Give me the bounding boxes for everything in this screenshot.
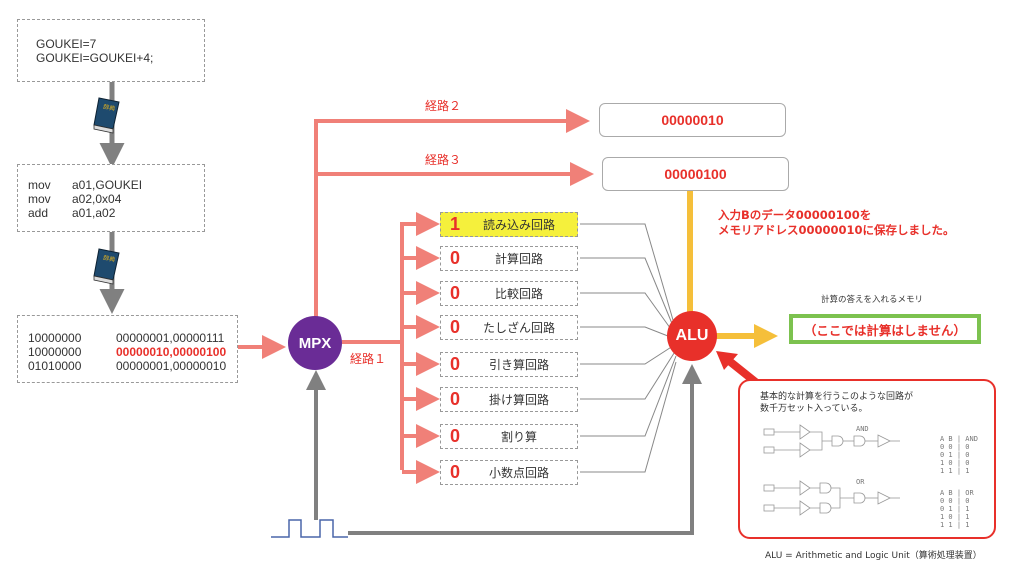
circuit-name: 比較回路 <box>494 287 543 301</box>
data-register: 00000100 <box>602 157 789 191</box>
dictionary-book-icon: 辞典 <box>93 97 120 134</box>
address-register: 00000010 <box>599 103 786 137</box>
circuit-row: 0 引き算回路 <box>440 352 578 377</box>
machine-opcode: 01010000 <box>28 359 82 373</box>
asm-row: mov a01,GOUKEI <box>28 178 204 192</box>
storage-note: 入力Bのデータ00000100を メモリアドレス00000010に保存しました。 <box>718 208 955 238</box>
circuit-name: 小数点回路 <box>488 466 549 480</box>
asm-row: add a01,a02 <box>28 206 204 220</box>
circuit-to-alu-line <box>580 355 677 437</box>
assembly-code-box: mov a01,GOUKEI mov a02,0x04 add a01,a02 <box>17 164 205 232</box>
and-gate-label: AND <box>856 425 869 433</box>
asm-op: mov <box>28 178 51 192</box>
dictionary-book-icon: 辞典 <box>93 248 120 285</box>
source-code-box: GOUKEI=7 GOUKEI=GOUKEI+4; <box>17 19 205 82</box>
circuit-row: 0 小数点回路 <box>440 460 578 485</box>
circuit-select-bit: 0 <box>449 317 460 337</box>
circuit-to-alu-line <box>580 292 674 333</box>
circuit-name: たしざん回路 <box>482 321 555 335</box>
logic-circuit-diagram <box>763 424 900 516</box>
circuit-name: 掛け算回路 <box>488 393 549 407</box>
asm-row: mov a02,0x04 <box>28 192 204 206</box>
circuit-select-bit: 0 <box>449 426 460 446</box>
circuit-select-bit: 0 <box>449 354 460 374</box>
or-truth-table: A B | OR 0 0 | 0 0 1 | 1 1 0 | 1 1 1 | 1 <box>940 489 974 529</box>
path2-label: 経路２ <box>425 99 462 113</box>
result-memory-caption: 計算の答えを入れるメモリ <box>821 295 924 305</box>
circuit-row: 0 計算回路 <box>440 246 578 271</box>
circuit-to-alu-line <box>580 361 677 473</box>
and-truth-table: A B | AND 0 0 | 0 0 1 | 0 1 0 | 0 1 1 | … <box>940 435 978 475</box>
result-memory-box: （ここでは計算はしません） <box>789 314 981 344</box>
asm-args: a01,a02 <box>72 206 116 220</box>
path3-label: 経路３ <box>425 153 462 167</box>
asm-op: add <box>28 206 49 220</box>
circuit-select-bit: 0 <box>449 248 460 268</box>
or-gate-label: OR <box>856 478 865 486</box>
circuit-row: 1 読み込み回路 <box>440 212 578 237</box>
alu-footnote: ALU = Arithmetic and Logic Unit（算術処理装置） <box>765 551 982 561</box>
source-line: GOUKEI=GOUKEI+4; <box>36 51 154 65</box>
machine-operands: 00000001,00000010 <box>116 359 227 373</box>
path1-label: 経路１ <box>350 352 387 366</box>
info-to-alu-arrowhead <box>716 351 738 370</box>
circuit-select-bit: 0 <box>449 389 460 409</box>
machine-operands: 00000010,00000100 <box>116 345 227 359</box>
circuit-row: 0 たしざん回路 <box>440 315 578 340</box>
machine-row: 10000000 00000001,00000111 <box>28 331 237 345</box>
machine-code-box: 10000000 00000001,00000111 10000000 000000… <box>17 315 238 383</box>
machine-opcode: 10000000 <box>28 331 82 345</box>
circuit-row: 0 割り算 <box>440 424 578 449</box>
asm-args: a01,GOUKEI <box>72 178 143 192</box>
circuit-to-alu-line <box>580 326 674 339</box>
storage-note-line: 入力Bのデータ00000100を <box>718 208 872 222</box>
circuit-info-box: 基本的な計算を行うこのような回路が 数千万セット入っている。 AND <box>738 379 996 539</box>
machine-operands: 00000001,00000111 <box>116 331 225 345</box>
storage-note-line: メモリアドレス00000010に保存しました。 <box>718 223 955 237</box>
circuit-row: 0 比較回路 <box>440 281 578 306</box>
svg-text:辞典: 辞典 <box>102 102 115 112</box>
asm-op: mov <box>28 192 51 206</box>
circuit-select-bit: 0 <box>449 462 460 482</box>
circuit-row: 0 掛け算回路 <box>440 387 578 412</box>
circuit-to-alu-line <box>580 257 674 327</box>
circuit-name: 計算回路 <box>494 252 543 266</box>
circuit-to-alu-line <box>580 349 677 400</box>
circuit-name: 引き算回路 <box>488 358 549 372</box>
machine-row-highlighted: 10000000 00000010,00000100 <box>28 345 237 359</box>
source-line: GOUKEI=7 <box>36 37 97 51</box>
svg-text:辞典: 辞典 <box>102 253 115 263</box>
mpx-node: MPX <box>288 316 342 370</box>
asm-args: a02,0x04 <box>72 192 122 206</box>
clock-to-alu-arrow <box>348 364 702 535</box>
circuit-to-alu-line <box>580 343 677 365</box>
info-line: 基本的な計算を行うこのような回路が <box>760 392 914 402</box>
circuit-select-bit: 1 <box>449 214 460 234</box>
circuit-select-bit: 0 <box>449 283 460 303</box>
info-text: 基本的な計算を行うこのような回路が 数千万セット入っている。 <box>760 391 913 415</box>
info-line: 数千万セット入っている。 <box>760 404 868 414</box>
circuit-name: 読み込み回路 <box>482 218 555 232</box>
circuit-to-alu-line <box>580 223 674 321</box>
circuit-name: 割り算 <box>500 430 537 444</box>
alu-node: ALU <box>667 311 717 361</box>
machine-row: 01010000 00000001,00000010 <box>28 359 237 373</box>
clock-pulse-icon <box>271 519 348 538</box>
machine-opcode: 10000000 <box>28 345 82 359</box>
